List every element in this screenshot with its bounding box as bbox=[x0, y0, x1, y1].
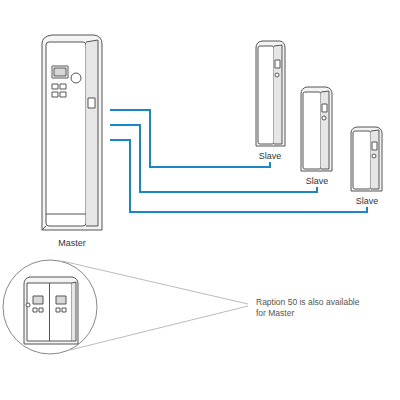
unit-label: Slave bbox=[294, 176, 340, 187]
note-text: Raption 50 is also available for Master bbox=[256, 297, 366, 319]
inset-callout bbox=[3, 260, 248, 354]
unit-label: Slave bbox=[248, 151, 292, 162]
slave-unit bbox=[301, 87, 332, 171]
master-unit bbox=[42, 35, 102, 230]
master-charger: Master bbox=[34, 30, 110, 249]
slave-unit bbox=[256, 41, 285, 146]
slave-unit bbox=[351, 127, 382, 191]
cable-line bbox=[110, 140, 367, 212]
cable-line bbox=[110, 125, 317, 192]
slave-charger: Slave bbox=[294, 84, 340, 187]
unit-label: Slave bbox=[344, 196, 390, 207]
slave-charger: Slave bbox=[248, 38, 292, 162]
slave-charger: Slave bbox=[344, 124, 390, 207]
cable-line bbox=[110, 110, 270, 167]
unit-label: Master bbox=[34, 238, 110, 249]
